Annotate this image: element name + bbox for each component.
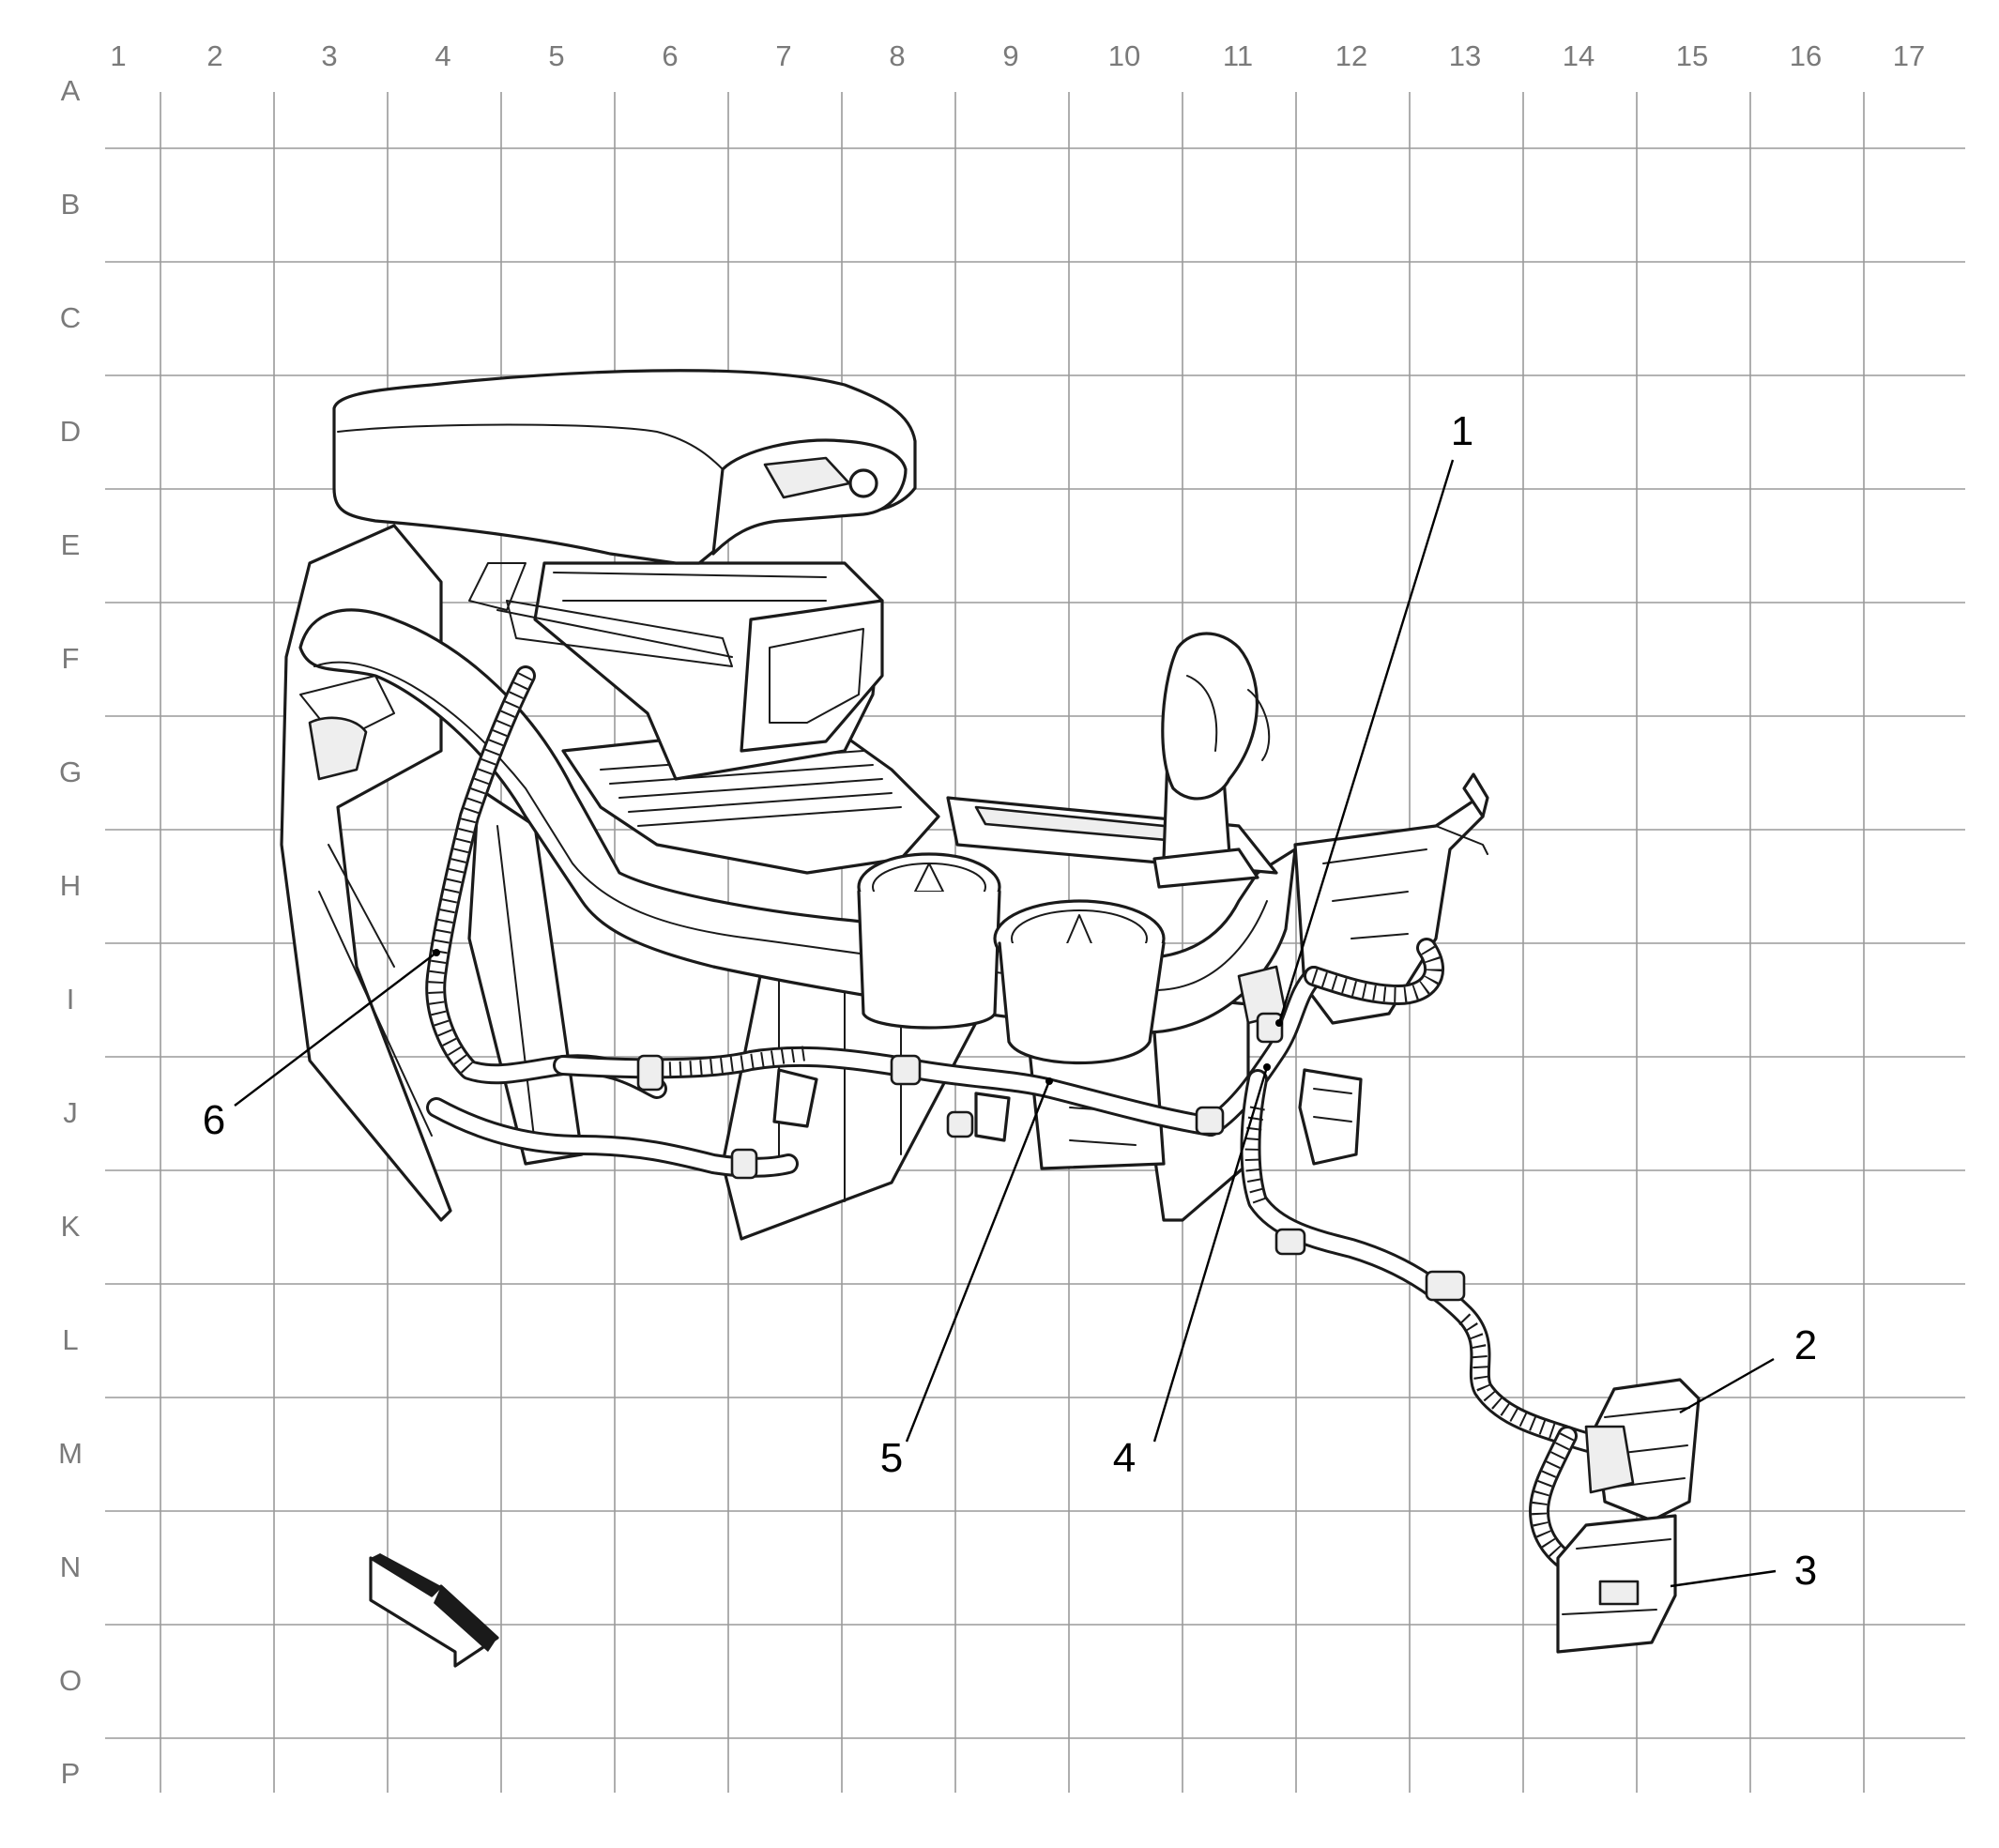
cupholder-rear [857,852,1001,1030]
row-label: G [59,756,82,788]
harness-clip [1425,1270,1466,1302]
harness-clip [1274,1228,1306,1256]
callouts: 1 2 3 4 5 6 [203,408,1817,1594]
column-label: 16 [1790,39,1822,72]
row-label: K [61,1210,81,1243]
row-label: A [61,74,81,107]
row-label: N [60,1550,81,1583]
harness-connector [974,1092,1011,1142]
column-label: 2 [206,39,222,72]
column-label: 14 [1563,39,1595,72]
harness-clip [636,1054,664,1092]
row-label: B [61,188,81,221]
row-label: I [67,983,75,1016]
direction-arrow-icon [369,1553,499,1668]
armrest-lid [332,369,917,565]
callout-number: 5 [880,1435,903,1481]
harness-connector [772,1068,818,1128]
column-label: 17 [1893,39,1925,72]
callout-number: 2 [1794,1322,1817,1368]
row-label: L [62,1323,78,1356]
row-label: O [59,1664,82,1697]
armrest-storage-bin [468,561,884,781]
column-label: 10 [1108,39,1140,72]
row-label: E [61,528,81,561]
row-label: M [58,1437,83,1470]
callout-6: 6 [203,949,440,1143]
callout-5: 5 [880,1077,1053,1481]
harness-connector-2 [1584,1378,1701,1522]
harness-connector-3 [1556,1514,1677,1654]
callout-number: 3 [1794,1548,1817,1594]
cupholder-front [993,899,1166,1065]
column-label: 1 [110,39,126,72]
callout-1: 1 [1275,408,1473,1027]
wiring-harness [425,665,1643,1578]
column-label: 9 [1002,39,1018,72]
column-label: 3 [321,39,337,72]
harness-clip [890,1054,922,1086]
column-label: 12 [1335,39,1367,72]
column-label: 15 [1676,39,1708,72]
row-label: C [60,301,81,334]
column-label: 5 [548,39,564,72]
harness-clip [730,1148,758,1180]
row-label: F [62,642,80,675]
callout-number: 6 [203,1097,225,1143]
column-label: 6 [662,39,678,72]
harness-clip [1195,1106,1225,1136]
callout-2: 2 [1679,1322,1817,1414]
column-label: 11 [1223,39,1253,72]
column-label: 7 [775,39,791,72]
harness-connector-block [1298,1068,1363,1166]
callout-3: 3 [1670,1548,1817,1594]
row-label: H [60,869,81,902]
harness-clip [1256,1012,1284,1044]
row-label: P [61,1757,81,1790]
callout-number: 1 [1451,408,1473,454]
row-labels: A B C D E F G H I J K L M N O P [58,74,83,1790]
row-label: D [60,415,81,448]
column-label: 4 [435,39,450,72]
callout-4: 4 [1113,1063,1271,1481]
row-label: J [63,1096,78,1129]
column-label: 13 [1449,39,1481,72]
column-labels: 1 2 3 4 5 6 7 8 9 10 11 12 13 14 15 16 1… [110,39,1925,72]
harness-clip [946,1110,974,1138]
callout-number: 4 [1113,1435,1136,1481]
shifter-base-bracket [1237,772,1489,1025]
column-label: 8 [889,39,905,72]
console-assembly-illustration [280,369,1701,1668]
shift-lever [1152,632,1271,889]
